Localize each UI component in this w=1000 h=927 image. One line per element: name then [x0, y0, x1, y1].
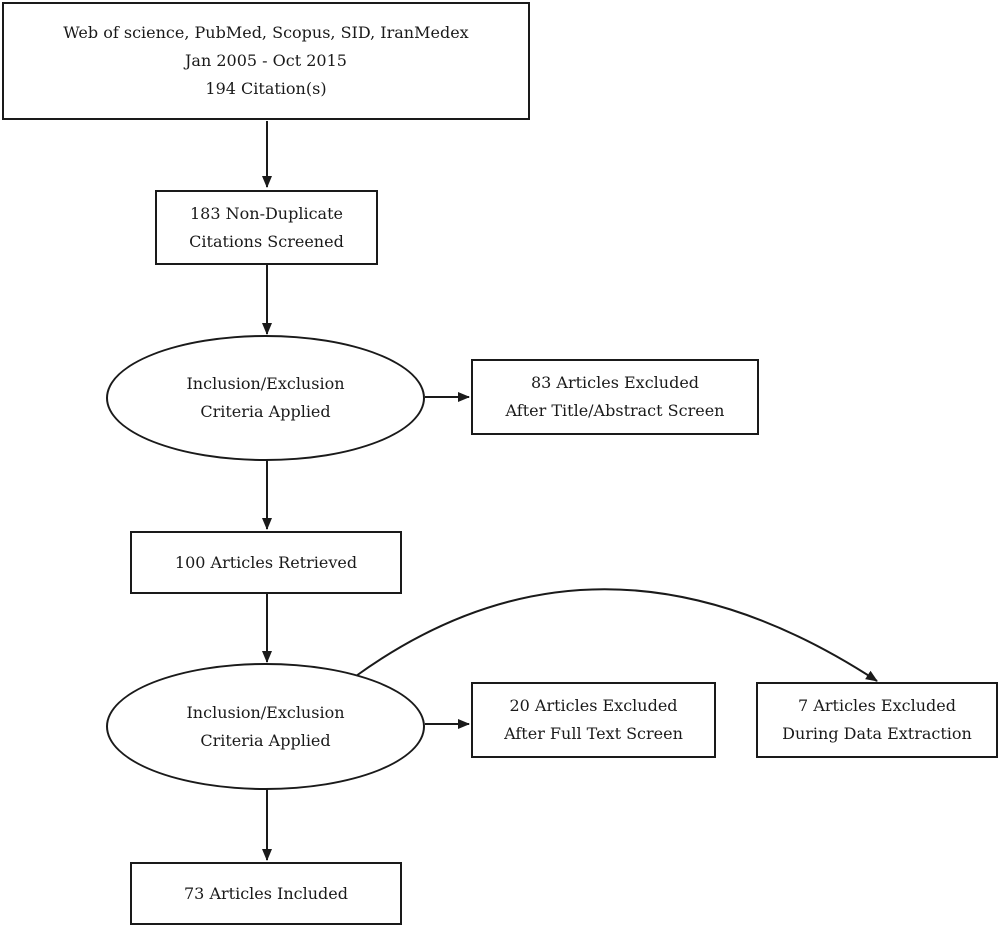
sources-box: Web of science, PubMed, Scopus, SID, Ira…: [2, 2, 530, 120]
sources-line-2: Jan 2005 - Oct 2015: [185, 51, 347, 70]
screened-box: 183 Non-Duplicate Citations Screened: [155, 190, 378, 265]
excluded-full-text-box: 20 Articles Excluded After Full Text Scr…: [471, 682, 716, 758]
excluded-data-extraction-box: 7 Articles Excluded During Data Extracti…: [756, 682, 998, 758]
criteria-2-line-1: Inclusion/Exclusion: [186, 702, 345, 722]
excluded-title-abstract-line-1: 83 Articles Excluded: [530, 373, 700, 392]
criteria-ellipse-1: Inclusion/Exclusion Criteria Applied: [106, 335, 425, 461]
criteria-1-line-1: Inclusion/Exclusion: [186, 374, 345, 393]
screened-line-2: Citations Screened: [189, 231, 344, 251]
retrieved-line-1: 100 Articles Retrieved: [174, 552, 358, 572]
excluded-title-abstract-box: 83 Articles Excluded After Title/Abstrac…: [471, 359, 759, 435]
criteria-1-line-2: Criteria Applied: [200, 402, 331, 421]
excluded-title-abstract-line-2: After Title/Abstract Screen: [505, 401, 725, 420]
criteria-ellipse-2: Inclusion/Exclusion Criteria Applied: [106, 663, 425, 790]
screened-line-1: 183 Non-Duplicate: [190, 203, 343, 223]
excluded-data-extraction-line-2: During Data Extraction: [782, 724, 972, 743]
excluded-data-extraction-line-1: 7 Articles Excluded: [798, 696, 956, 715]
included-line-1: 73 Articles Included: [184, 883, 348, 903]
included-box: 73 Articles Included: [130, 862, 402, 925]
excluded-full-text-line-2: After Full Text Screen: [504, 724, 683, 743]
sources-line-1: Web of science, PubMed, Scopus, SID, Ira…: [63, 23, 469, 42]
criteria-2-line-2: Criteria Applied: [200, 730, 331, 750]
retrieved-box: 100 Articles Retrieved: [130, 531, 402, 594]
excluded-full-text-line-1: 20 Articles Excluded: [509, 696, 678, 715]
arrow-criteria-2-to-excluded-data-extraction: [355, 588, 878, 682]
sources-line-3: 194 Citation(s): [205, 79, 327, 98]
